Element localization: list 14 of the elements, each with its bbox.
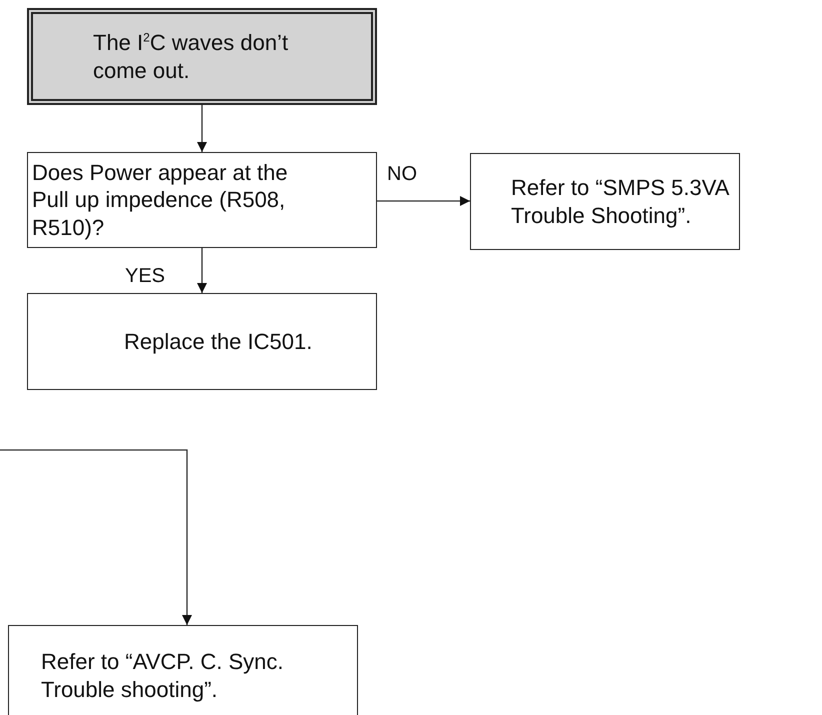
arrow [197,248,207,293]
box-text: Refer to “SMPS 5.3VA Trouble Shooting”. [511,174,730,229]
process-box [470,153,740,250]
arrow [377,196,470,206]
process-box [27,152,377,248]
start-box [27,8,377,105]
box-text: Replace the IC501. [124,328,314,356]
process-box [8,625,358,715]
arrow [197,105,207,152]
box-text: The I$^{2}$C waves don’t come out. [93,29,290,84]
arrow [0,449,192,625]
process-box [27,293,377,390]
box-text: Does Power appear at the Pull up impedence (R508, R510)? [32,158,289,242]
box-text: Refer to “AVCP. C. Sync. Trouble shooting”. [41,648,284,703]
